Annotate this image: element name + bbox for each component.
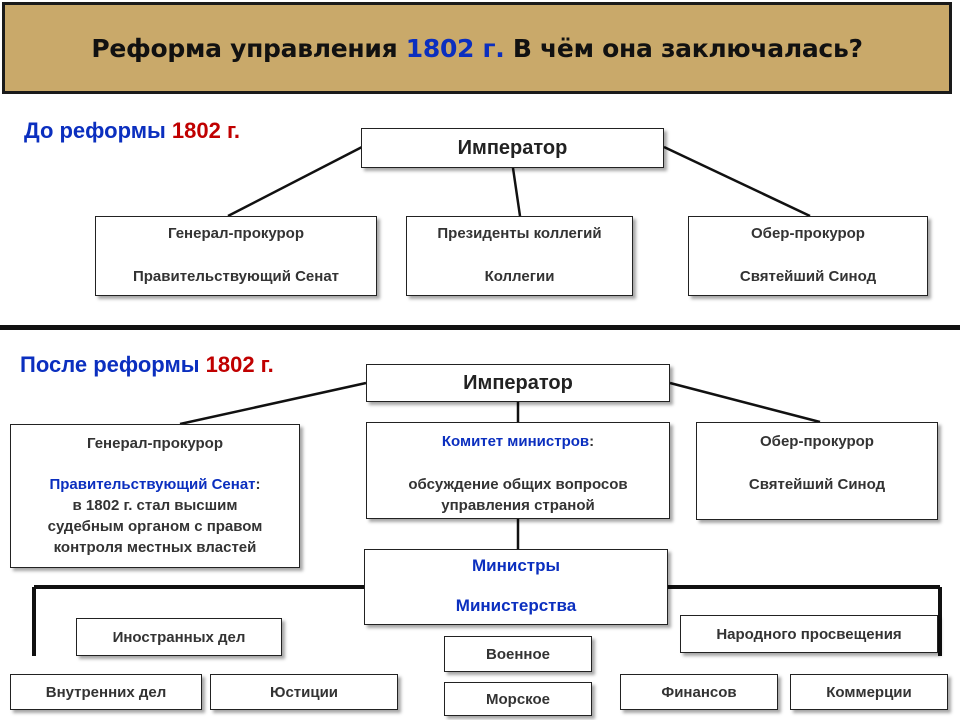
title-year: 1802 г.	[405, 33, 505, 63]
ministry-finance: Финансов	[620, 674, 778, 710]
box-line: Генерал-прокурор	[167, 225, 305, 242]
ministry-naval: Морское	[444, 682, 592, 716]
box-line: Правительствующий Сенат:	[49, 476, 261, 493]
box-line: Президенты коллегий	[437, 225, 602, 242]
connector-before-right	[663, 145, 811, 218]
box-line: Правительствующий Сенат	[132, 268, 340, 285]
senate-box-before: Генерал-прокурор Правительствующий Сенат	[95, 216, 377, 296]
synod-box-after: Обер-прокурор Святейший Синод	[696, 422, 938, 520]
before-reform-title: До реформы 1802 г.	[24, 118, 241, 143]
page-title: Реформа управления 1802 г. В чём она зак…	[91, 33, 863, 63]
title-text: Реформа управления	[91, 33, 406, 63]
title-banner: Реформа управления 1802 г. В чём она зак…	[2, 2, 952, 94]
box-line: Министерства	[455, 596, 577, 615]
section-divider	[0, 325, 960, 330]
box-line: управления страной	[441, 497, 595, 514]
connector-after-left	[179, 381, 367, 426]
synod-box-before: Обер-прокурор Святейший Синод	[688, 216, 928, 296]
box-line: контроля местных властей	[53, 539, 257, 556]
box-line: Обер-прокурор	[751, 225, 865, 242]
box-line: Обер-прокурор	[760, 433, 874, 450]
emperor-box-after: Император	[366, 364, 670, 402]
box-line: судебным органом с правом	[47, 518, 263, 535]
box-line: Коллегии	[484, 268, 555, 285]
ministers-box: Министры Министерства	[364, 549, 668, 625]
committee-box: Комитет министров: обсуждение общих вопр…	[366, 422, 670, 519]
ministry-foreign: Иностранных дел	[76, 618, 282, 656]
box-line: Святейший Синод	[748, 476, 886, 493]
senate-box-after: Генерал-прокурор Правительствующий Сенат…	[10, 424, 300, 568]
ministry-commerce: Коммерции	[790, 674, 948, 710]
emperor-label: Император	[463, 371, 573, 394]
box-line: Комитет министров:	[441, 433, 595, 450]
ministry-military: Военное	[444, 636, 592, 672]
box-line: в 1802 г. стал высшим	[72, 497, 238, 514]
connector-after-right	[669, 381, 821, 424]
connector-before-left	[227, 145, 363, 218]
emperor-box-before: Император	[361, 128, 664, 168]
box-line: обсуждение общих вопросов	[408, 476, 628, 493]
emperor-label: Император	[457, 136, 568, 159]
ministry-justice: Юстиции	[210, 674, 398, 710]
box-line: Святейший Синод	[739, 268, 877, 285]
ministry-internal: Внутренних дел	[10, 674, 202, 710]
collegia-box-before: Президенты коллегий Коллегии	[406, 216, 633, 296]
ministry-education: Народного просвещения	[680, 615, 938, 653]
title-question: В чём она заключалась?	[504, 33, 863, 63]
after-reform-title: После реформы 1802 г.	[20, 352, 274, 377]
box-line: Министры	[471, 556, 560, 575]
connector-before-middle	[511, 167, 522, 217]
box-line: Генерал-прокурор	[86, 435, 224, 452]
